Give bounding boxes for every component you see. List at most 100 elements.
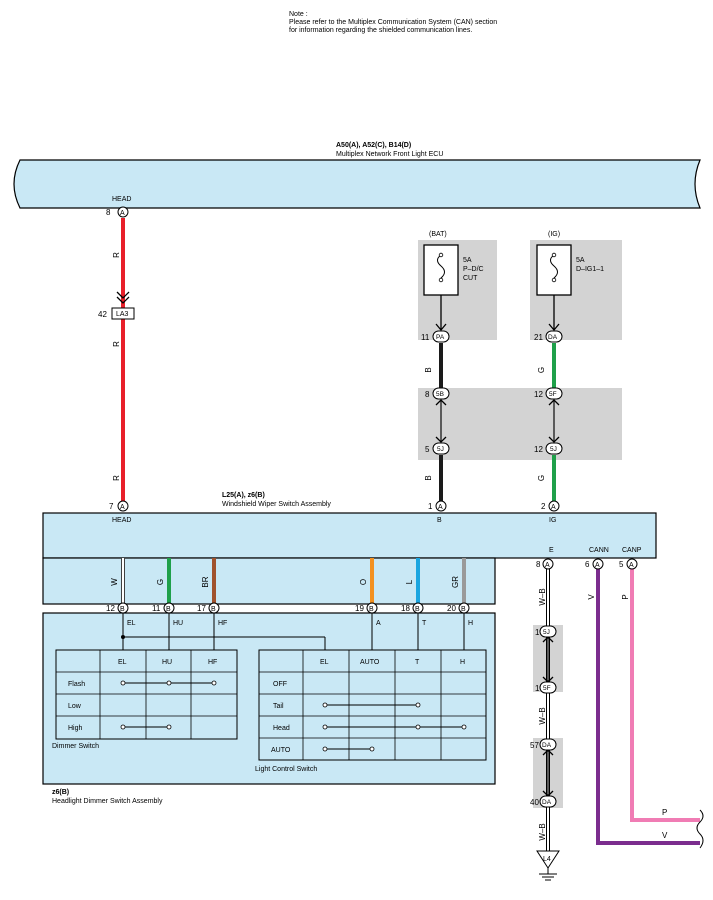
ig-fuse-icon: [550, 254, 558, 279]
inner-wire-connector: [366, 602, 378, 614]
canp-wire: [630, 569, 700, 822]
inner-wire-pin: 11: [152, 604, 161, 613]
light-header-t: T: [415, 659, 420, 666]
switch-head-label: HEAD: [112, 517, 131, 524]
ig-fuse-terminal-bottom: [551, 277, 557, 283]
ig-fuse-amp: 5A: [576, 257, 585, 264]
dimmer-header-hf: HF: [208, 659, 217, 666]
ig-j2-pin: 12: [534, 445, 543, 454]
bat-j2-pin: 5: [425, 445, 430, 454]
inner-wire-connector: [117, 602, 129, 614]
canp-connector: [626, 558, 638, 570]
bat-out-pin: 11: [421, 333, 430, 342]
inner-wire-signal-label: T: [422, 620, 427, 627]
light-head-el-contact: [322, 724, 328, 730]
switch-b-label: B: [437, 517, 442, 524]
light-row-head: Head: [273, 725, 290, 732]
bat-wire-color-lower: B: [424, 475, 433, 480]
dimmer-high-el-contact: [120, 724, 126, 730]
ground-j3-pin: 57: [530, 741, 539, 750]
cann-wire-color: V: [587, 594, 596, 600]
dimmer-table-frame: [55, 649, 238, 740]
ig-j1-pin: 12: [534, 390, 543, 399]
ig-fuse-terminal-top: [551, 252, 557, 258]
ground-wire-color-2: W–B: [538, 707, 547, 724]
bat-wire-color-upper: B: [424, 367, 433, 372]
bat-source: (BAT): [429, 231, 447, 238]
ecu-head-pin: 8: [106, 208, 111, 217]
bat-fuse-terminal-top: [438, 252, 444, 258]
inner-wire-signal-label: HU: [173, 620, 183, 627]
bat-j1-connector: [432, 387, 450, 400]
light-head-h-contact: [461, 724, 467, 730]
cann-conn: A: [595, 562, 600, 569]
dimmer-flash-hf-contact: [211, 680, 217, 686]
inner-wire-conn: B: [415, 606, 420, 613]
ecu-head-connector: [117, 206, 129, 218]
bat-fuse-box: [423, 244, 459, 296]
cann-wire: [596, 569, 700, 845]
switch-cann-label: CANN: [589, 547, 609, 554]
light-tail-el-contact: [322, 702, 328, 708]
dimmer-switch-caption: Dimmer Switch: [52, 743, 99, 750]
ground-j4-conn: DA: [542, 799, 552, 806]
inner-wire-color: BR: [201, 576, 210, 587]
dimmer-row-flash: Flash: [68, 681, 85, 688]
light-header-h: H: [460, 659, 465, 666]
dimmer-flash-hu-contact: [166, 680, 172, 686]
ig-sw-conn: A: [551, 504, 556, 511]
ecu-module: [13, 159, 701, 209]
ground-j3-conn: DA: [542, 742, 552, 749]
light-auto-auto-contact: [369, 746, 375, 752]
ig-fuse-name-1: D–IG1–1: [576, 266, 604, 273]
switch-head-connector: [117, 500, 129, 512]
bat-sw-connector: [435, 500, 447, 512]
wiper-switch-module: [42, 512, 657, 559]
inner-wire-color: GR: [451, 576, 460, 588]
switch-ig-label: IG: [549, 517, 556, 524]
bat-j1-pin: 8: [425, 390, 430, 399]
bat-fuse-terminal-bottom: [438, 277, 444, 283]
ground-wire-color-1: W–B: [538, 588, 547, 605]
light-row-auto: AUTO: [271, 747, 291, 754]
bat-j2-conn: 5J: [437, 446, 444, 453]
ig-out-connector: [545, 330, 563, 343]
bat-fuse-arrow-icon: [435, 323, 447, 332]
inner-wire-signal-label: HF: [218, 620, 227, 627]
light-header-auto: AUTO: [360, 659, 380, 666]
inner-wire-conn: B: [461, 606, 466, 613]
cann-wire-color-end: V: [662, 831, 668, 840]
note-line-1: Please refer to the Multiplex Communicat…: [289, 19, 497, 26]
ecu-head-conn: A: [120, 210, 125, 217]
dimmer-row-high: High: [68, 725, 83, 732]
ig-sw-pin: 2: [541, 502, 546, 511]
note-line-2: for information regarding the shielded c…: [289, 27, 472, 34]
inner-wire-pin: 19: [355, 604, 364, 613]
ground-j2-connector: [539, 681, 557, 694]
inner-wire-color: G: [156, 579, 165, 585]
switch-e-pin: 8: [536, 560, 541, 569]
ecu-name: Multiplex Network Front Light ECU: [336, 151, 443, 158]
ground-j1-conn: 5J: [543, 629, 550, 636]
switch-assembly-name: Windshield Wiper Switch Assembly: [222, 501, 331, 508]
head-wire-color-middle: R: [112, 341, 121, 347]
bat-fuse-icon: [437, 254, 445, 279]
ig-wire-color-lower: G: [537, 475, 546, 481]
ground-switch-connector: [542, 558, 554, 570]
inner-wire-color: W: [110, 578, 119, 586]
inner-wire-pin: 12: [106, 604, 115, 613]
inner-wire-connector: [208, 602, 220, 614]
ig-j1-conn: 5F: [549, 391, 557, 398]
dimmer-flash-el-contact: [120, 680, 126, 686]
ig-j2-conn: 5J: [550, 446, 557, 453]
ground-j1-pin: 1: [535, 628, 540, 637]
ground-j2-conn: 5F: [543, 685, 551, 692]
light-control-table: EL AUTO T H OFF Tail Head AUTO: [258, 649, 487, 761]
ig-sw-connector: [548, 500, 560, 512]
bat-out-conn: PA: [436, 334, 445, 341]
note-title: Note :: [289, 11, 308, 18]
switch-e-label: E: [549, 547, 554, 554]
switch-assembly-code: L25(A), z6(B): [222, 492, 265, 499]
cann-connector: [592, 558, 604, 570]
